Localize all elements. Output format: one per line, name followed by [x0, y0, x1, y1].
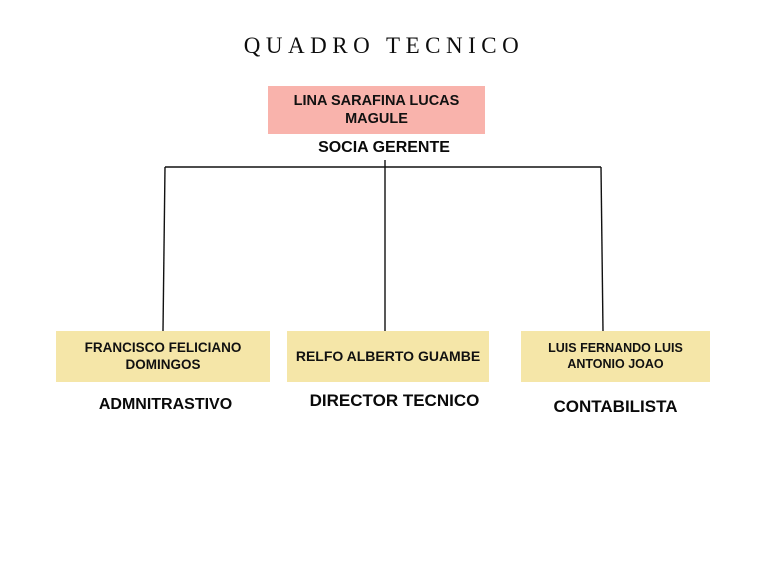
connector-drop-accountant [600, 166, 604, 332]
node-box-contabilista[interactable]: LUIS FERNANDO LUIS ANTONIO JOAO [521, 331, 710, 382]
node-box-socia-gerente[interactable]: LINA SARAFINA LUCAS MAGULE [268, 86, 485, 134]
page-title: QUADRO TECNICO [243, 33, 525, 58]
node-role-contabilista: CONTABILISTA [553, 397, 678, 416]
node-role-socia-gerente: SOCIA GERENTE [318, 139, 450, 156]
node-box-administrativo[interactable]: FRANCISCO FELICIANO DOMINGOS [56, 331, 270, 382]
node-role-administrativo: ADMNITRASTIVO [98, 396, 233, 413]
node-box-director-tecnico[interactable]: RELFO ALBERTO GUAMBE [287, 331, 489, 382]
node-role-director-tecnico: DIRECTOR TECNICO [309, 391, 480, 410]
connector-drop-admin [162, 166, 166, 332]
